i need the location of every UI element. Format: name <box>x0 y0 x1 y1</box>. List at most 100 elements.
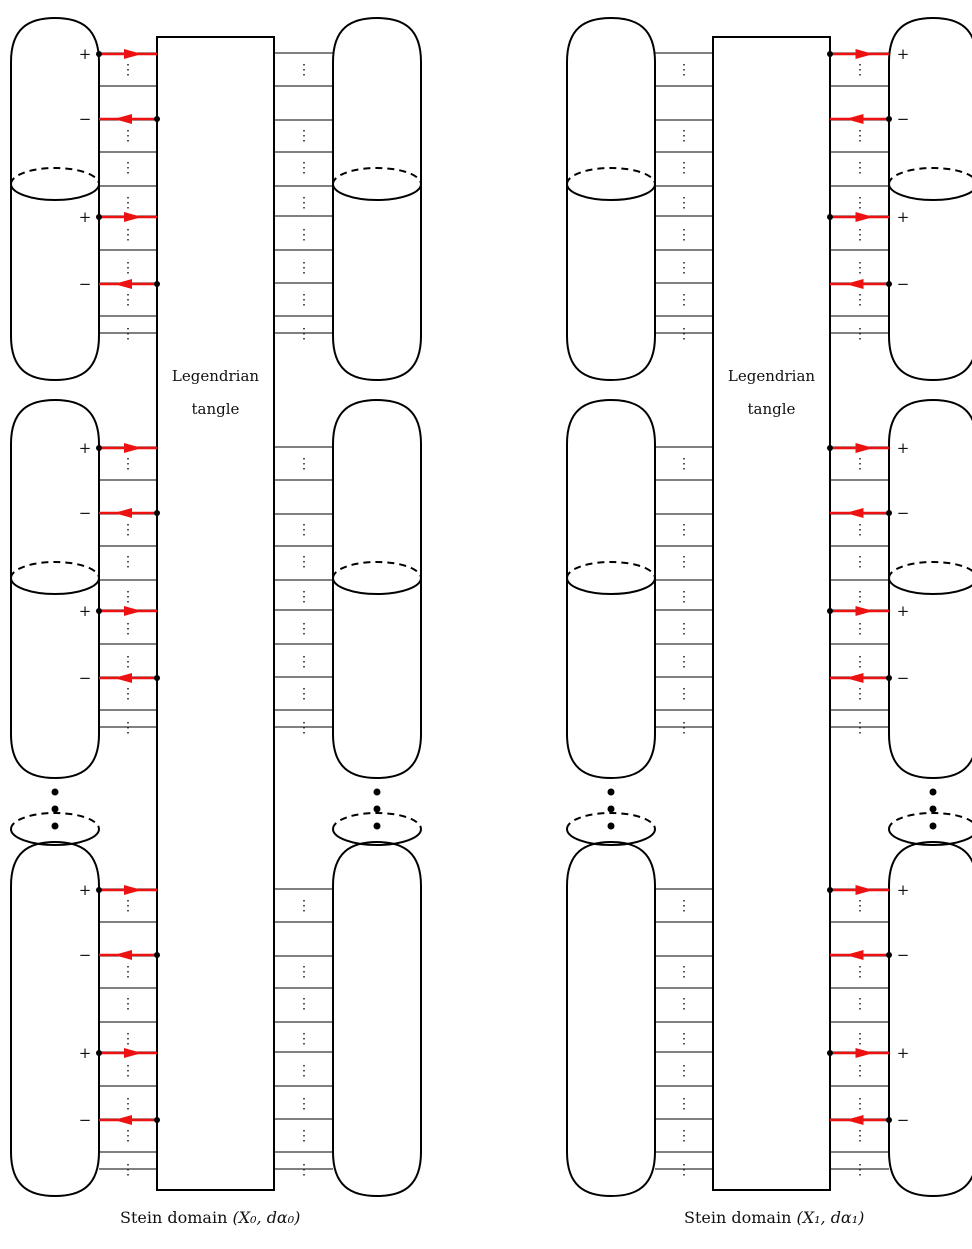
strand-ellipsis-right: ⋮ <box>297 898 311 914</box>
attaching-arrow-head <box>114 508 132 518</box>
sign-label: − <box>897 946 910 964</box>
strand-ellipsis-right: ⋮ <box>853 720 867 736</box>
attaching-arrow-head <box>845 279 864 289</box>
sign-label: − <box>79 669 92 687</box>
box-label-line2: tangle <box>748 400 796 418</box>
caption-right-math: (X₁, dα₁) <box>796 1208 865 1227</box>
strand-ellipsis-left: ⋮ <box>677 1096 691 1112</box>
strand-ellipsis-right: ⋮ <box>853 621 867 637</box>
sign-label: − <box>897 669 910 687</box>
strand-ellipsis-left: ⋮ <box>677 1031 691 1047</box>
capsule-right <box>332 398 422 780</box>
strand-ellipsis-right: ⋮ <box>297 260 311 276</box>
strand-ellipsis-left: ⋮ <box>121 996 135 1012</box>
caption-right: Stein domain (X₁, dα₁) <box>684 1208 864 1227</box>
capsule-right-ellipse-back <box>888 812 972 830</box>
attaching-arrow-endpoint <box>886 281 892 287</box>
strand-ellipsis-left: ⋮ <box>677 1063 691 1079</box>
sign-label: + <box>897 208 910 226</box>
strand-ellipsis-right: ⋮ <box>297 160 311 176</box>
strand-ellipsis-right: ⋮ <box>853 195 867 211</box>
sign-label: − <box>79 275 92 293</box>
attaching-arrow-endpoint <box>96 1050 102 1056</box>
strand-ellipsis-right: ⋮ <box>297 654 311 670</box>
box-label-line2: tangle <box>192 400 240 418</box>
strand-ellipsis-right: ⋮ <box>297 554 311 570</box>
strand-ellipsis-left: ⋮ <box>677 964 691 980</box>
sign-label: + <box>897 439 910 457</box>
sign-label: + <box>897 881 910 899</box>
capsule-right-ellipse-front <box>888 577 972 595</box>
capsule-right-ellipse-back <box>332 812 422 830</box>
strand-ellipsis-right: ⋮ <box>853 292 867 308</box>
strand-ellipsis-left: ⋮ <box>121 1096 135 1112</box>
diagram-layer: Legendrian tangle ⋮ ⋮ ⋮ ⋮ ⋮ ⋮ ⋮ ⋮ ⋮ ⋮ ⋮ ⋮ ⋮ ⋮ ⋮ ⋮ + − + − ⋮ ⋮ ⋮ ⋮… <box>10 16 972 1198</box>
strand-ellipsis-left: ⋮ <box>121 621 135 637</box>
strand-ellipsis-right: ⋮ <box>853 227 867 243</box>
box-label-line1: Legendrian <box>728 367 815 385</box>
attaching-arrow-head <box>114 1115 132 1125</box>
legendrian-tangle-box <box>156 36 275 1191</box>
caption-left-prefix: Stein domain <box>120 1208 233 1227</box>
strand-ellipsis-left: ⋮ <box>677 1162 691 1178</box>
strand-ellipsis-right: ⋮ <box>853 456 867 472</box>
sign-label: + <box>79 1044 92 1062</box>
strand-ellipsis-right: ⋮ <box>853 62 867 78</box>
attaching-arrow-endpoint <box>886 116 892 122</box>
capsule-left-ellipse-front <box>566 828 656 846</box>
attaching-arrow-head <box>124 212 142 222</box>
module-ellipsis-right <box>373 788 381 796</box>
strand-ellipsis-right: ⋮ <box>297 195 311 211</box>
attaching-arrow-endpoint <box>827 445 833 451</box>
capsule-right <box>332 840 422 1198</box>
capsule-right <box>888 398 972 780</box>
attaching-arrow-head <box>114 673 132 683</box>
strand-ellipsis-right: ⋮ <box>297 62 311 78</box>
sign-label: + <box>897 1044 910 1062</box>
module-ellipsis-left <box>51 788 59 796</box>
strand-ellipsis-right: ⋮ <box>297 292 311 308</box>
strand-ellipsis-right: ⋮ <box>297 456 311 472</box>
capsule-right <box>888 16 972 382</box>
attaching-arrow-endpoint <box>154 1117 160 1123</box>
strand-ellipsis-left: ⋮ <box>677 720 691 736</box>
capsule-right-ellipse-front <box>888 183 972 201</box>
strand-ellipsis-left: ⋮ <box>121 62 135 78</box>
sign-label: − <box>79 504 92 522</box>
strand-ellipsis-right: ⋮ <box>853 686 867 702</box>
sign-label: + <box>79 602 92 620</box>
attaching-arrow-endpoint <box>827 608 833 614</box>
strand-ellipsis-right: ⋮ <box>297 128 311 144</box>
attaching-arrow-head <box>114 114 132 124</box>
strand-ellipsis-left: ⋮ <box>121 227 135 243</box>
attaching-arrow-endpoint <box>886 952 892 958</box>
attaching-arrow-endpoint <box>154 510 160 516</box>
attaching-arrow-head <box>855 212 874 222</box>
strand-ellipsis-left: ⋮ <box>677 589 691 605</box>
strand-ellipsis-right: ⋮ <box>297 1128 311 1144</box>
capsule-left-ellipse-back <box>566 812 656 830</box>
capsule-right-ellipse-back <box>332 561 422 579</box>
strand-ellipsis-left: ⋮ <box>121 1162 135 1178</box>
capsule-right-ellipse-front <box>332 183 422 201</box>
strand-ellipsis-right: ⋮ <box>297 1096 311 1112</box>
capsule-left-ellipse-back <box>10 561 100 579</box>
attaching-arrow-endpoint <box>96 887 102 893</box>
capsule-left-ellipse-back <box>566 167 656 185</box>
attaching-arrow-endpoint <box>154 675 160 681</box>
strand-ellipsis-left: ⋮ <box>121 654 135 670</box>
strand-ellipsis-right: ⋮ <box>853 160 867 176</box>
sign-label: − <box>897 110 910 128</box>
strand-ellipsis-left: ⋮ <box>121 589 135 605</box>
strand-ellipsis-right: ⋮ <box>297 996 311 1012</box>
strand-ellipsis-right: ⋮ <box>853 260 867 276</box>
sign-label: + <box>79 45 92 63</box>
legendrian-tangle-box <box>712 36 831 1191</box>
module-ellipsis-left <box>51 822 59 830</box>
capsule-left-ellipse-front <box>10 183 100 201</box>
strand-ellipsis-right: ⋮ <box>297 522 311 538</box>
sign-label: + <box>79 881 92 899</box>
strand-ellipsis-right: ⋮ <box>297 1031 311 1047</box>
sign-label: + <box>79 439 92 457</box>
sign-label: − <box>897 275 910 293</box>
